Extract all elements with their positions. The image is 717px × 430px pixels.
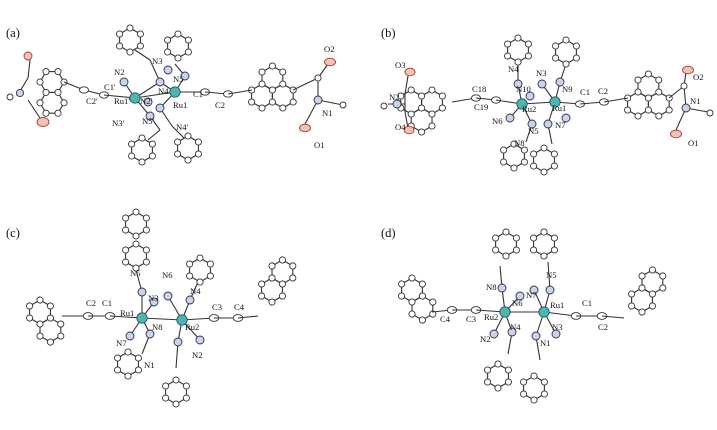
atom-label: O1: [688, 138, 699, 148]
atom-label: N4: [510, 322, 521, 332]
atom-label: Ru1: [550, 300, 564, 310]
atom-label: N3': [112, 118, 125, 128]
atom-label: C1: [580, 87, 590, 97]
atom-label: C18: [472, 84, 486, 94]
atom-label: Ru2: [522, 104, 536, 114]
atom-label: N4: [508, 64, 519, 74]
panel-a: (a): [6, 24, 347, 166]
naphthalimide-right: [227, 57, 347, 133]
panel-label: (a): [6, 26, 20, 40]
panel-d: (d): [381, 226, 673, 404]
panel-label: (b): [381, 26, 396, 40]
atom-label: C2': [86, 96, 98, 106]
atom-label: N3: [152, 56, 163, 66]
atom-label: N5: [546, 270, 557, 280]
atom-label: N8: [152, 322, 163, 332]
atom-label: Ru2: [484, 312, 498, 322]
atom-label: N10: [516, 84, 531, 94]
panel-label: (c): [6, 226, 20, 240]
atom-label: C3: [212, 302, 222, 312]
atom-label: N5: [130, 268, 141, 278]
atom-label: O2: [324, 44, 335, 54]
atom-label: C19: [474, 102, 488, 112]
atom-label: N3: [552, 322, 563, 332]
atom-label: Ru1: [120, 308, 134, 318]
atom-label: N5: [173, 74, 184, 84]
atom-label: N2': [140, 96, 153, 106]
atom-label: N8: [486, 282, 497, 292]
atom-label: N4': [176, 122, 189, 132]
atom-label: N7: [116, 338, 127, 348]
atom-label: N2: [389, 92, 400, 102]
panel-label: (d): [381, 226, 396, 240]
atom-label: C4: [234, 302, 245, 312]
atom-label: C1: [102, 298, 112, 308]
atom-label: Ru1': [114, 96, 130, 106]
atom-label: N2: [480, 334, 491, 344]
atom-label: N9: [562, 84, 573, 94]
atom-label: C1': [104, 82, 116, 92]
atom-label: O1: [314, 140, 325, 150]
atom-label: N4: [158, 86, 169, 96]
atom-label: Ru1: [173, 100, 187, 110]
atom-label: N3: [148, 293, 159, 303]
diruthenium-core-a: [103, 24, 233, 166]
atom-label: N5: [528, 126, 539, 136]
atom-label: N6: [162, 270, 173, 280]
atom-label: N6: [512, 298, 523, 308]
atom-label: N1: [144, 360, 155, 370]
naphthalimide-left: [6, 51, 109, 127]
atom-label: C2: [215, 100, 225, 110]
atom-label: C2: [598, 86, 608, 96]
atom-label: O4: [395, 122, 406, 132]
atom-label: C2: [598, 322, 608, 332]
panel-c: (c): [6, 208, 303, 408]
atom-label: C1: [582, 298, 592, 308]
atom-label: N2: [192, 350, 203, 360]
panel-b: (b): [380, 26, 714, 176]
atom-label: N5': [142, 116, 155, 126]
diruthenium-core-b: [495, 34, 609, 176]
atom-label: Ru1: [552, 103, 566, 113]
atom-label: N1: [540, 338, 551, 348]
atom-label: N4: [190, 286, 201, 296]
atom-label: O2: [693, 72, 704, 82]
atom-label: C4: [440, 314, 451, 324]
atom-label: C3: [466, 314, 476, 324]
atom-label: C2: [86, 298, 96, 308]
atom-label: N1: [690, 96, 701, 106]
atom-label: Ru2: [185, 322, 199, 332]
atom-label: N1: [322, 108, 333, 118]
atom-label: N8: [514, 138, 525, 148]
naphthalimide-right-b: [603, 65, 714, 139]
atom-label: N3: [536, 68, 547, 78]
atom-label: N7: [555, 120, 566, 130]
atom-label: N7: [526, 290, 537, 300]
atom-label: C1: [193, 89, 203, 99]
atom-label: O3: [395, 60, 406, 70]
atom-label: N6: [492, 116, 503, 126]
atom-label: N2: [114, 67, 125, 77]
